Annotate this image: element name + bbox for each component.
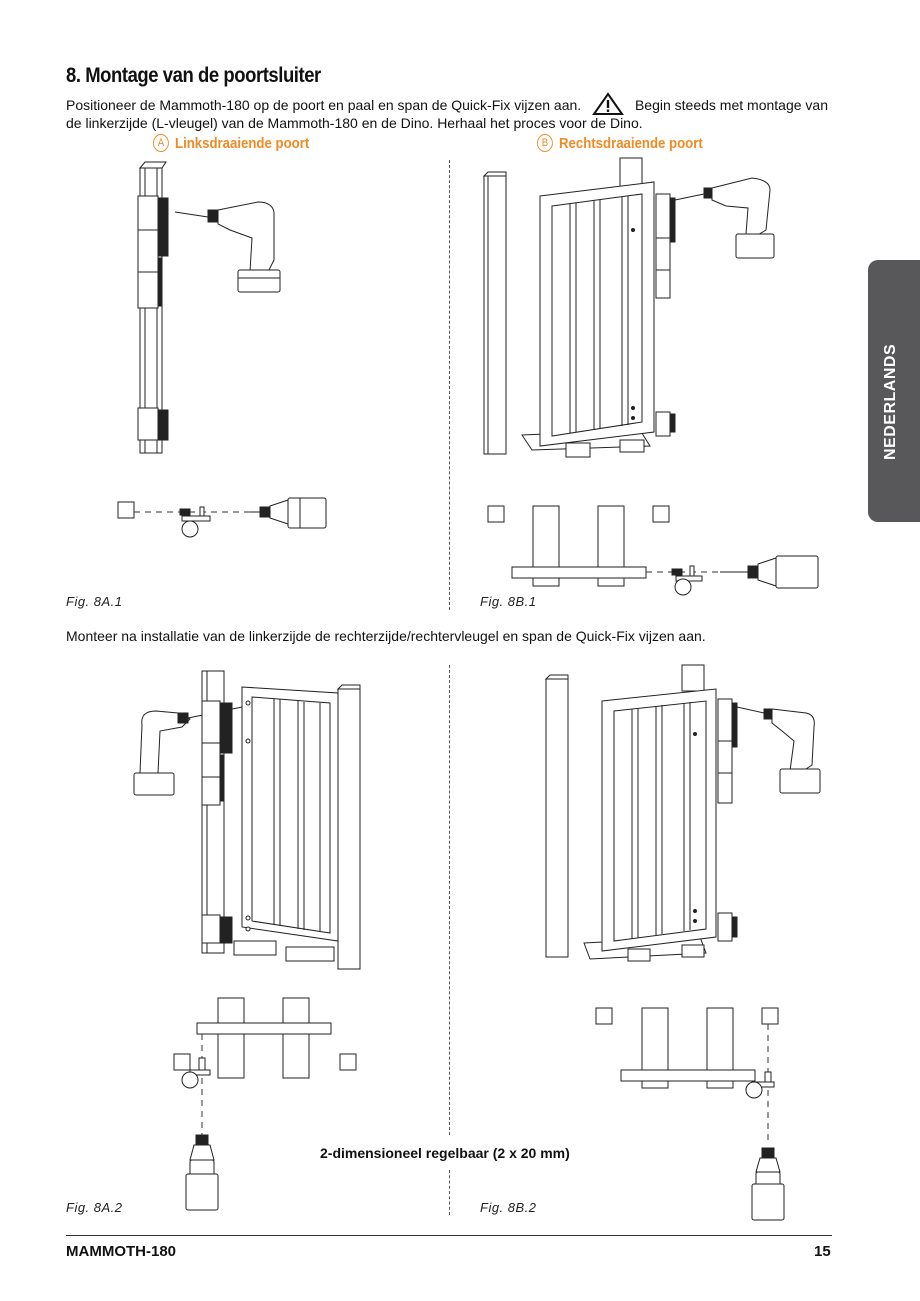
figure-caption-8a2: Fig. 8A.2 xyxy=(66,1200,123,1215)
variant-a-text: Linksdraaiende poort xyxy=(175,134,310,152)
column-divider-bottom-end xyxy=(449,1170,450,1215)
fig-8b1-gate-drill-illustration xyxy=(482,157,775,458)
variant-b-text: Rechtsdraaiende poort xyxy=(559,134,703,152)
footer-page-number: 15 xyxy=(814,1243,831,1260)
fig-8b1-top-view xyxy=(487,505,819,596)
variant-b-label: B Rechtsdraaiende poort xyxy=(537,134,703,152)
adjustment-caption: 2-dimensioneel regelbaar (2 x 20 mm) xyxy=(320,1145,570,1161)
intro-text-2: Begin steeds met montage van de linkerzi… xyxy=(66,97,828,131)
figure-caption-8b2: Fig. 8B.2 xyxy=(480,1200,537,1215)
fig-8b2-gate-drill-illustration xyxy=(544,664,821,962)
fig-8a1-post-drill-illustration xyxy=(137,161,281,454)
column-divider-top xyxy=(449,160,450,610)
fig-8a1-top-view xyxy=(117,497,327,538)
footer-divider xyxy=(66,1235,832,1236)
section-title: 8. Montage van de poortsluiter xyxy=(66,64,321,87)
footer-product-name: MAMMOTH-180 xyxy=(66,1243,177,1260)
language-tab: NEDERLANDS xyxy=(868,260,920,522)
figure-caption-8a1: Fig. 8A.1 xyxy=(66,594,123,609)
drill-icon xyxy=(207,201,281,293)
language-tab-label: NEDERLANDS xyxy=(882,343,899,460)
mid-instruction: Monteer na installatie van de linkerzijd… xyxy=(66,628,706,644)
intro-paragraph: Positioneer de Mammoth-180 op de poort e… xyxy=(66,92,846,132)
fig-8a2-gate-drill-illustration xyxy=(133,670,361,970)
figure-caption-8b1: Fig. 8B.1 xyxy=(480,594,537,609)
fig-8b2-top-view xyxy=(595,1007,785,1221)
variant-b-badge: B xyxy=(537,134,553,152)
variant-a-label: A Linksdraaiende poort xyxy=(153,134,309,152)
warning-triangle-icon xyxy=(592,92,624,115)
variant-a-badge: A xyxy=(153,134,169,152)
fig-8a2-top-view xyxy=(173,997,357,1211)
column-divider-bottom xyxy=(449,665,450,1135)
intro-text-1: Positioneer de Mammoth-180 op de poort e… xyxy=(66,97,582,113)
